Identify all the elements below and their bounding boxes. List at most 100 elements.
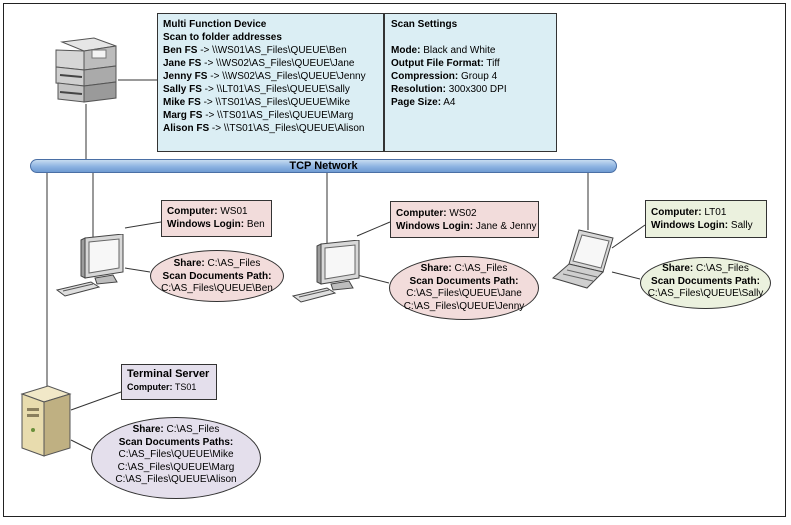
setting-label: Mode: <box>391 45 421 56</box>
login-label: Windows Login: <box>396 221 474 232</box>
ws01-login: Windows Login: Ben <box>167 218 266 231</box>
scan-setting-compression: Compression: Group 4 <box>391 70 550 83</box>
ws02-callout-link <box>356 221 391 237</box>
share-label: Share: <box>173 258 205 269</box>
address-path: -> \\WS01\AS_Files\QUEUE\Ben <box>197 45 347 56</box>
setting-value: A4 <box>441 97 456 108</box>
diagram-frame <box>3 3 786 517</box>
address-label: Mike FS <box>163 97 201 108</box>
setting-label: Output File Format: <box>391 58 484 69</box>
computer-name: WS02 <box>446 208 477 219</box>
address-label: Jane FS <box>163 58 202 69</box>
share-value: C:\AS_Files <box>451 263 508 274</box>
share-value: C:\AS_Files <box>204 258 261 269</box>
setting-label: Compression: <box>391 71 459 82</box>
share-label: Share: <box>132 424 164 435</box>
address-path: -> \\TS01\AS_Files\QUEUE\Mike <box>200 97 351 108</box>
mfd-address-sally: Sally FS -> \\LT01\AS_Files\QUEUE\Sally <box>163 83 378 96</box>
scan-path: C:\AS_Files\QUEUE\Mike <box>118 449 234 460</box>
address-path: -> \\TS01\AS_Files\QUEUE\Alison <box>209 123 365 134</box>
share-value: C:\AS_Files <box>163 424 220 435</box>
address-label: Jenny FS <box>163 71 208 82</box>
mfd-address-jenny: Jenny FS -> \\WS02\AS_Files\QUEUE\Jenny <box>163 70 378 83</box>
lt01-share-link <box>611 271 641 280</box>
ws02-share-oval: Share: C:\AS_Files Scan Documents Path: … <box>389 256 539 320</box>
mfd-title: Multi Function Device <box>163 19 267 30</box>
laptop-icon <box>551 229 614 289</box>
computer-name: TS01 <box>172 382 197 392</box>
ws01-callout: Computer: WS01 Windows Login: Ben <box>161 200 272 237</box>
login-label: Windows Login: <box>651 220 729 231</box>
mfd-address-ben: Ben FS -> \\WS01\AS_Files\QUEUE\Ben <box>163 44 378 57</box>
desktop-computer-icon <box>55 234 124 297</box>
path-label: Scan Documents Path: <box>651 275 760 287</box>
address-label: Marg FS <box>163 110 203 121</box>
mfd-address-alison: Alison FS -> \\TS01\AS_Files\QUEUE\Aliso… <box>163 122 378 135</box>
computer-label: Computer: <box>651 207 702 218</box>
setting-value: 300x300 DPI <box>446 84 507 95</box>
scan-path: C:\AS_Files\QUEUE\Sally <box>647 288 764 299</box>
login-name: Sally <box>728 220 753 231</box>
setting-value: Tiff <box>483 58 500 69</box>
ws01-computer: Computer: WS01 <box>167 205 266 218</box>
computer-label: Computer: <box>127 382 173 392</box>
mfd-address-marg: Marg FS -> \\TS01\AS_Files\QUEUE\Marg <box>163 109 378 122</box>
setting-label: Page Size: <box>391 97 442 108</box>
mfd-callout: Multi Function Device Scan to folder add… <box>157 13 384 152</box>
scan-settings-title: Scan Settings <box>391 19 458 30</box>
ts01-title: Terminal Server <box>127 368 210 380</box>
scan-path: C:\AS_Files\QUEUE\Marg <box>117 461 235 473</box>
path-label: Scan Documents Path: <box>162 270 272 282</box>
tcp-network-bar: TCP Network <box>30 159 617 173</box>
ws01-share-link <box>124 267 151 273</box>
scan-path: C:\AS_Files\QUEUE\Alison <box>115 474 237 485</box>
lt01-login: Windows Login: Sally <box>651 219 761 232</box>
path-label: Scan Documents Paths: <box>118 436 234 448</box>
address-label: Ben FS <box>163 45 198 56</box>
ts01-share-oval: Share: C:\AS_Files Scan Documents Paths:… <box>91 417 261 499</box>
ws02-callout: Computer: WS02 Windows Login: Jane & Jen… <box>390 201 539 238</box>
computer-label: Computer: <box>167 206 218 217</box>
lt01-callout-link <box>611 224 646 249</box>
share-line: Share: C:\AS_Files <box>390 263 538 276</box>
share-line: Share: C:\AS_Files <box>92 424 260 437</box>
address-label: Alison FS <box>163 123 210 134</box>
login-name: Ben <box>244 219 265 230</box>
scan-setting-mode: Mode: Black and White <box>391 44 550 57</box>
setting-value: Black and White <box>420 45 496 56</box>
setting-label: Resolution: <box>391 84 446 95</box>
ws02-computer: Computer: WS02 <box>396 207 533 220</box>
address-path: -> \\TS01\AS_Files\QUEUE\Marg <box>202 110 354 121</box>
address-path: -> \\WS02\AS_Files\QUEUE\Jane <box>201 58 355 69</box>
computer-name: LT01 <box>701 207 727 218</box>
mfd-address-mike: Mike FS -> \\TS01\AS_Files\QUEUE\Mike <box>163 96 378 109</box>
login-label: Windows Login: <box>167 219 245 230</box>
ts01-callout: Terminal Server Computer: TS01 <box>121 364 217 400</box>
ws01-callout-link <box>124 221 162 229</box>
ws02-share-link <box>356 274 390 284</box>
address-path: -> \\WS02\AS_Files\QUEUE\Jenny <box>207 71 366 82</box>
lt01-share-oval: Share: C:\AS_Files Scan Documents Path: … <box>640 257 771 309</box>
ts01-callout-link <box>70 391 122 411</box>
scan-settings-callout: Scan Settings Mode: Black and White Outp… <box>384 13 557 152</box>
computer-label: Computer: <box>396 208 447 219</box>
scan-setting-page-size: Page Size: A4 <box>391 96 550 109</box>
lt01-callout: Computer: LT01 Windows Login: Sally <box>645 200 767 238</box>
server-icon <box>20 385 72 457</box>
printer-icon <box>55 37 117 103</box>
login-name: Jane & Jenny <box>473 221 537 232</box>
ts01-computer: Computer: TS01 <box>127 381 211 394</box>
ws02-login: Windows Login: Jane & Jenny <box>396 220 537 233</box>
scan-path: C:\AS_Files\QUEUE\Jenny <box>403 300 525 312</box>
computer-name: WS01 <box>217 206 248 217</box>
scan-setting-resolution: Resolution: 300x300 DPI <box>391 83 550 96</box>
address-path: -> \\LT01\AS_Files\QUEUE\Sally <box>201 84 350 95</box>
scan-path: C:\AS_Files\QUEUE\Ben <box>161 283 273 294</box>
ws01-share-oval: Share: C:\AS_Files Scan Documents Path: … <box>150 250 284 302</box>
mfd-subtitle: Scan to folder addresses <box>163 32 282 43</box>
address-label: Sally FS <box>163 84 202 95</box>
network-label: TCP Network <box>289 160 358 172</box>
lt01-computer: Computer: LT01 <box>651 206 761 219</box>
desktop-computer-icon <box>291 240 360 303</box>
